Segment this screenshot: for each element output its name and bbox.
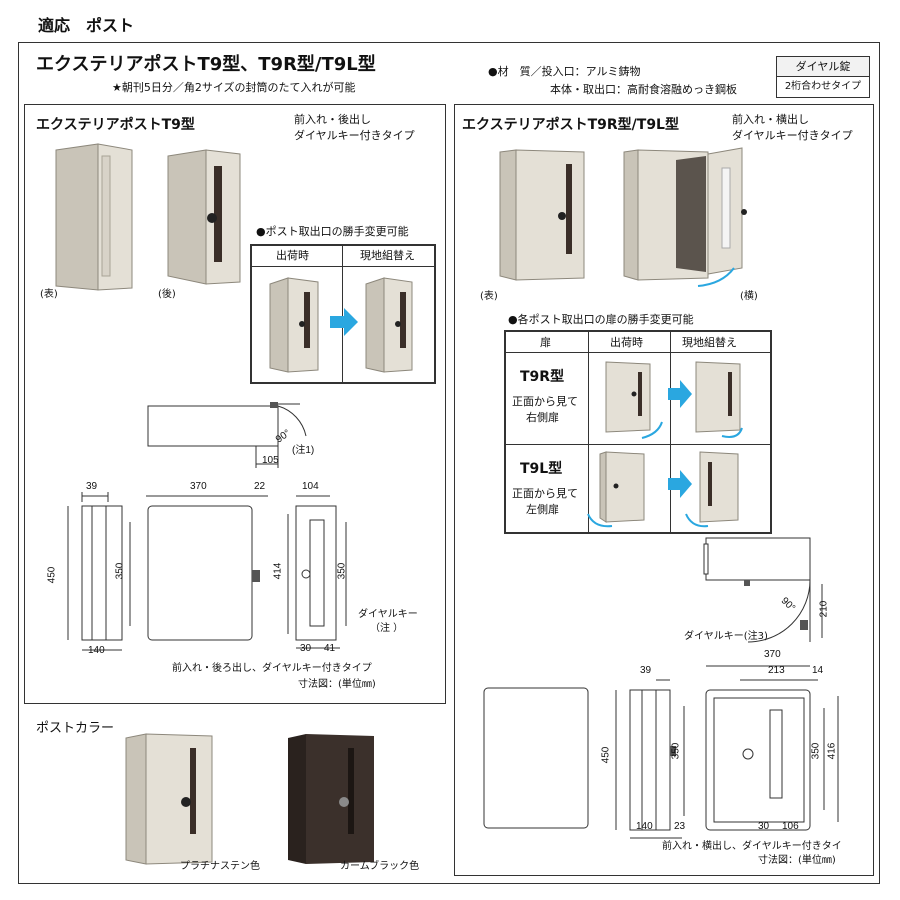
t9r-side-dim-view	[615, 679, 685, 839]
t9r-d23: 23	[674, 821, 686, 832]
color-platinum-label: プラチナステン色	[180, 861, 260, 872]
t9-d22: 22	[254, 481, 266, 492]
color-black-label: カームブラック色	[340, 861, 420, 872]
t9-panel	[24, 104, 446, 704]
t9r-col-ship: 出荷時	[610, 336, 643, 349]
t9-top-view	[147, 402, 307, 468]
product-note: ★朝刊5日分／角2サイズの封筒のたて入れが可能	[112, 81, 356, 94]
t9-back-image	[167, 149, 241, 285]
t9-d350b: 350	[336, 562, 348, 580]
t9-change-box	[250, 244, 436, 384]
t9-caption1: 前入れ・後ろ出し、ダイヤルキー付きタイプ	[172, 663, 372, 674]
t9r-caption1: 前入れ・横出し、ダイヤルキー付きタイ	[662, 841, 842, 852]
t9r-row-images	[605, 361, 743, 439]
t9-side-view	[67, 492, 131, 651]
t9r-r-name: T9R型	[520, 369, 565, 385]
t9r-col-site: 現地組替え	[682, 336, 737, 349]
t9-d450: 450	[46, 566, 58, 584]
t9r-desc1: 前入れ・横出し	[732, 113, 809, 126]
t9r-caption2: 寸法図：(単位㎜)	[758, 855, 836, 866]
t9r-change-title: ●各ポスト取出口の扉の勝手変更可能	[508, 313, 694, 326]
t9r-front-label: (表)	[480, 291, 498, 302]
t9-desc2: ダイヤルキー付きタイプ	[294, 129, 415, 142]
t9r-top-view	[703, 537, 823, 643]
lock-type-head: ダイヤル錠	[777, 57, 869, 77]
color-black-image	[288, 734, 374, 864]
t9r-r-desc2: 右側扉	[526, 411, 559, 424]
t9r-d450: 450	[600, 746, 612, 764]
t9r-table-hline2	[504, 444, 772, 445]
t9-d30: 30	[300, 643, 312, 654]
t9r-d416: 416	[826, 742, 838, 760]
t9-change-divider	[250, 266, 436, 267]
t9-d104: 104	[302, 481, 319, 492]
t9-back-dim-view	[287, 495, 347, 649]
t9-d140: 140	[88, 645, 105, 656]
t9-dial-label: ダイヤルキー	[358, 609, 418, 620]
colors-title: ポストカラー	[36, 721, 115, 736]
t9-front-dim-view	[146, 495, 268, 641]
t9r-title: エクステリアポストT9R型/T9L型	[462, 117, 679, 133]
t9-back-label: (後)	[158, 289, 176, 300]
t9-col-site: 現地組替え	[360, 249, 415, 262]
t9l-row-images	[587, 451, 739, 528]
t9-change-images	[269, 277, 413, 373]
t9-d41: 41	[324, 643, 336, 654]
color-platinum-image	[125, 733, 213, 865]
t9-top-105: 105	[262, 455, 279, 466]
t9r-d14: 14	[812, 665, 824, 676]
t9r-left-dim-view	[483, 687, 589, 829]
t9-title: エクステリアポストT9型	[36, 117, 195, 133]
t9r-front-dim-view	[705, 665, 839, 831]
t9-top-note: (注1)	[292, 445, 315, 456]
t9r-l-desc1: 正面から見て	[512, 487, 578, 500]
t9-d350a: 350	[114, 562, 126, 580]
t9r-l-desc2: 左側扉	[526, 503, 559, 516]
t9r-change-table	[504, 330, 772, 534]
t9r-side-label: (横)	[740, 291, 758, 302]
t9r-d106: 106	[782, 821, 799, 832]
t9-d414: 414	[272, 562, 284, 580]
t9r-d30: 30	[758, 821, 770, 832]
t9r-side-image	[623, 147, 747, 287]
t9r-desc2: ダイヤルキー付きタイプ	[732, 129, 853, 142]
t9r-col-door: 扉	[540, 336, 551, 349]
t9-desc1: 前入れ・後出し	[294, 113, 371, 126]
t9r-d370: 370	[764, 649, 781, 660]
t9r-r-desc1: 正面から見て	[512, 395, 578, 408]
t9-front-label: (表)	[40, 289, 58, 300]
t9r-table-hline1	[504, 352, 772, 353]
t9r-d213: 213	[768, 665, 785, 676]
t9r-front-image	[499, 149, 585, 281]
t9r-dial-label: ダイヤルキー(注3)	[684, 631, 768, 642]
t9-front-image	[55, 143, 133, 291]
t9r-top-210: 210	[818, 600, 830, 618]
product-title: エクステリアポストT9型、T9R型/T9L型	[36, 54, 376, 75]
material-line2: 本体・取出口：高耐食溶融めっき鋼板	[550, 83, 737, 96]
t9r-table-vline2	[670, 330, 671, 534]
t9r-l-name: T9L型	[520, 461, 563, 477]
outer-frame	[18, 42, 880, 884]
lock-type-box: ダイヤル錠 2桁合わせタイプ	[776, 56, 870, 98]
t9-d370: 370	[190, 481, 207, 492]
lock-type-body: 2桁合わせタイプ	[784, 81, 862, 92]
t9-d39: 39	[86, 481, 98, 492]
t9r-d350b: 350	[810, 742, 822, 760]
t9-change-col-divider	[342, 244, 343, 384]
material-line1: ●材 質／投入口：アルミ鋳物	[488, 65, 641, 78]
t9-dial-note: （注 ）	[370, 623, 404, 634]
t9-change-title: ●ポスト取出口の勝手変更可能	[256, 225, 409, 238]
t9-col-ship: 出荷時	[276, 249, 309, 262]
page-title: 適応 ポスト	[38, 16, 135, 35]
t9r-d350a: 350	[670, 742, 682, 760]
t9-caption2: 寸法図：(単位㎜)	[298, 679, 376, 690]
t9r-panel	[454, 104, 874, 876]
t9r-d39: 39	[640, 665, 652, 676]
t9r-table-vline1	[588, 330, 589, 534]
t9r-d140: 140	[636, 821, 653, 832]
